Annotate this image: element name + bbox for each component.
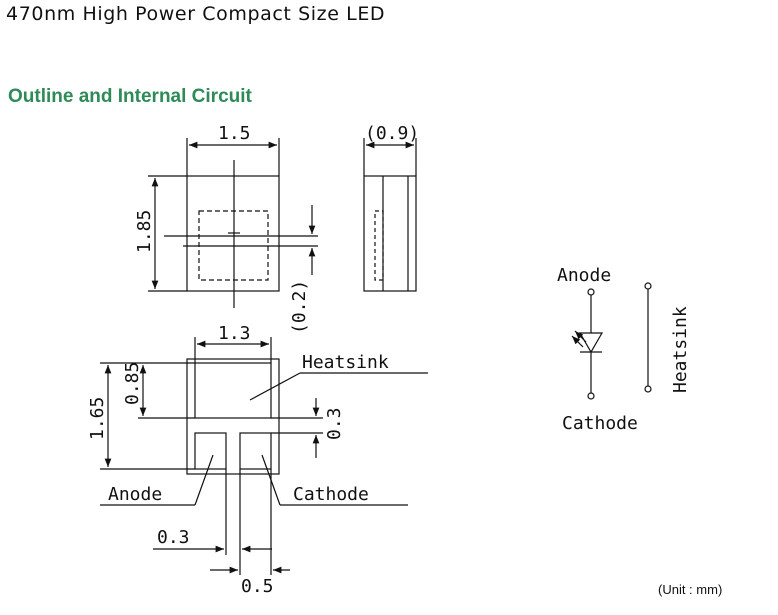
- heatsink-height-label: 0.85: [122, 362, 143, 405]
- side-thickness-label: (0.9): [365, 123, 419, 144]
- offset-label: (0.2): [289, 280, 310, 334]
- section-heading: Outline and Internal Circuit: [8, 86, 252, 107]
- bottom-width-label: 1.3: [218, 323, 251, 344]
- circuit-cathode-label: Cathode: [562, 413, 638, 434]
- bottom-view: [100, 337, 428, 575]
- top-width-label: 1.5: [218, 123, 251, 144]
- top-height-label: 1.85: [134, 210, 155, 253]
- pad-spacing-label: 0.3: [157, 527, 190, 548]
- top-view: [148, 138, 318, 308]
- side-view: [363, 138, 417, 292]
- bottom-anode-label: Anode: [108, 484, 162, 505]
- cathode-pad: [239, 432, 272, 470]
- internal-circuit: [571, 282, 652, 400]
- circuit-heatsink-label: Heatsink: [670, 306, 691, 393]
- heatsink-pad: [194, 362, 272, 419]
- pad-width-label: 0.5: [241, 576, 274, 597]
- pad-gap-label: 0.3: [324, 407, 345, 440]
- side-view-body: [363, 175, 417, 292]
- bottom-view-body: [186, 358, 280, 475]
- heatsink-terminal-top: [644, 282, 652, 290]
- heatsink-label: Heatsink: [302, 352, 389, 373]
- circuit-anode-label: Anode: [557, 265, 611, 286]
- product-title: 470nm High Power Compact Size LED: [6, 3, 386, 25]
- anode-terminal: [587, 288, 595, 296]
- unit-note: (Unit : mm): [658, 582, 723, 597]
- total-height-label: 1.65: [87, 397, 108, 440]
- led-symbol: [578, 332, 604, 354]
- cathode-terminal: [587, 392, 595, 400]
- bottom-cathode-label: Cathode: [293, 484, 369, 505]
- top-view-body: [186, 175, 280, 292]
- anode-pad: [194, 432, 227, 470]
- heatsink-terminal-bottom: [644, 385, 652, 393]
